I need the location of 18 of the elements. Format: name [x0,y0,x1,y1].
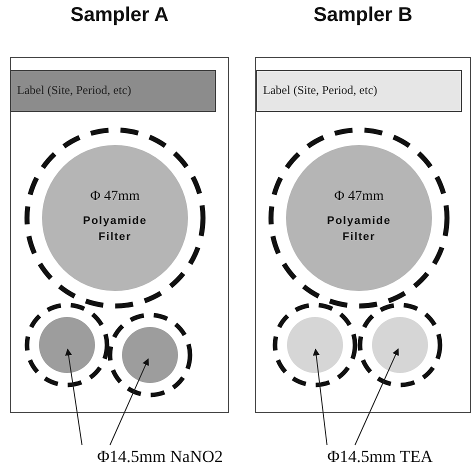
filter-caption: Φ14.5mm TEA [300,447,460,469]
label-strip: Label (Site, Period, etc) [256,70,462,112]
filter-disc [122,327,178,383]
filter-disc [39,317,95,373]
arrow [65,348,82,446]
diameter-label: Φ 47mm [333,189,385,205]
label-strip: Label (Site, Period, etc) [10,70,216,112]
arrow [312,348,328,446]
arrow [354,348,399,446]
filter-label: Polyamide Filter [326,214,392,245]
filter-caption: Φ14.5mm NaNO2 [70,447,250,469]
diameter-label: Φ 47mm [89,189,141,205]
sampler-heading: Sampler B [312,4,414,27]
filter-label: Polyamide Filter [82,214,148,245]
filter-disc [287,317,343,373]
arrow [110,358,149,446]
filter-disc [372,317,428,373]
sampler-heading: Sampler A [69,4,170,27]
